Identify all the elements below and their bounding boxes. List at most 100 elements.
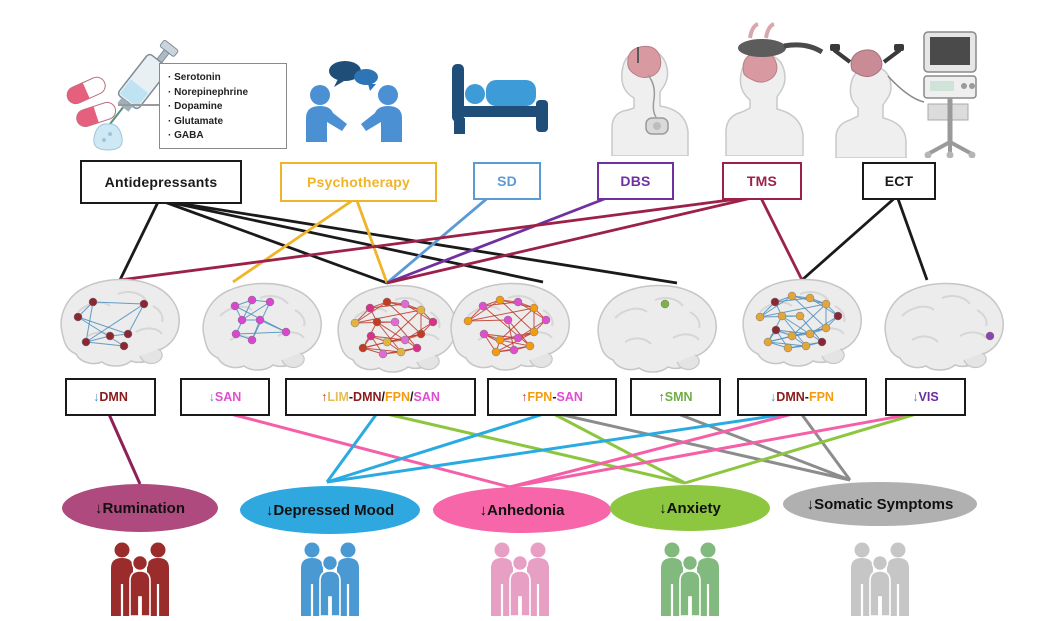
symptom-label: ↓Anxiety [659,499,721,517]
brain-network-dmn [48,272,188,372]
edge-fpn_san-anxiety [549,410,686,485]
edge-dbs-lim [386,194,613,285]
nt-item: · Serotonin [168,72,221,83]
symptom-label: ↓Anhedonia [479,501,565,519]
brain-network-dmn-fpn [730,272,870,372]
network-label-segment: ↑ [658,390,665,404]
edge-vis-anxiety [684,410,924,485]
network-box-lim-dmn-fpn-san: ↑ LIM-DMN/FPN/SAN [285,378,476,416]
edge-dmn-rumination [106,411,142,485]
treatment-box-dbs: DBS [597,162,674,200]
edge-psychotherapy-lim [354,197,389,284]
treatment-label: Antidepressants [104,174,218,190]
network-label-segment: / [381,390,385,404]
edge-lim-anxiety [377,410,686,485]
treatment-label: SD [497,173,517,189]
network-label-segment: LIM [327,390,349,404]
network-label-segment: SMN [664,390,693,404]
symptom-ellipse-rumination: ↓Rumination [62,484,218,532]
brain-network-smn [585,278,725,378]
network-label-segment: / [410,390,414,404]
nt-item: · Glutamate [168,115,224,127]
network-box-smn: ↑ SMN [630,378,721,416]
people-group-anhedonia [475,542,565,617]
nt-item: · Norepinephrine [168,86,249,98]
edge-dmn_fpn-somatic [798,411,852,481]
people-group-depressed-mood [285,542,375,617]
edge-vis-anhedonia [509,410,924,489]
network-label-segment: FPN [527,390,553,404]
edge-dmn_fpn-anhedonia [509,410,801,489]
symptom-ellipse-anxiety: ↓Anxiety [610,485,770,531]
symptom-ellipse-somatic: ↓Somatic Symptoms [783,482,977,526]
network-label-segment: - [348,390,354,404]
people-group-somatic [835,542,925,617]
edge-ect-dmn_fpn [801,194,898,282]
treatment-label: TMS [746,173,778,189]
network-label-segment: DMN [99,390,128,404]
brain-network-lim [325,278,465,378]
network-box-vis: ↓ VIS [885,378,966,416]
treatment-box-antidepressants: Antidepressants [80,160,242,204]
edge-smn-somatic [672,410,851,482]
network-label-segment: DMN [353,390,382,404]
brain-network-vis [872,276,1012,376]
neurotransmitter-connector-line [118,104,162,106]
treatment-box-sd: SD [473,162,541,200]
psychotherapy-icon [298,58,410,142]
network-label-segment: FPN [385,390,410,404]
network-label-segment: - [552,390,557,404]
symptom-ellipse-anhedonia: ↓Anhedonia [433,487,611,533]
network-label-segment: ↓ [208,390,215,404]
network-label-segment: ↓ [770,390,777,404]
symptom-label: ↓Somatic Symptoms [806,495,954,513]
edge-lim-depressed_mood [325,411,380,483]
people-group-rumination [95,542,185,617]
tms-icon [700,22,824,157]
edge-fpn_san-depressed_mood [326,410,551,484]
edge-fpn_san-somatic [549,410,851,482]
network-box-dmn-fpn: ↓ DMN-FPN [737,378,867,416]
network-label-segment: SAN [413,390,440,404]
edge-antidepressants-dmn [118,199,161,281]
network-label-segment: ↓ [912,390,919,404]
symptom-label: ↓Rumination [95,499,185,517]
treatment-label: Psychotherapy [307,174,410,190]
network-box-san: ↓ SAN [180,378,270,416]
dbs-icon [582,26,694,157]
network-label-segment: VIS [918,390,939,404]
edge-ect-vis [895,195,929,281]
nt-item: · Dopamine [168,101,223,113]
edge-tms-dmn [119,194,761,282]
symptom-label: ↓Depressed Mood [265,501,395,519]
symptom-ellipse-depressed-mood: ↓Depressed Mood [240,486,420,534]
edge-tms-dmn_fpn [758,195,804,281]
brain-network-fpn-san [438,276,578,376]
network-label-segment: SAN [214,390,242,404]
nt-item: · GABA [168,130,204,142]
sleep-deprivation-icon [448,60,552,138]
treatment-label: DBS [620,173,651,189]
network-label-segment: FPN [808,390,834,404]
network-label-segment: - [804,390,809,404]
network-label-segment: ↓ [93,390,100,404]
treatment-box-psychotherapy: Psychotherapy [280,162,437,202]
brain-network-san [190,276,330,376]
treatment-label: ECT [884,173,914,189]
ect-icon [828,24,998,159]
edge-san-anhedonia [222,410,511,489]
network-label-segment: SAN [556,390,583,404]
medication-icon [52,28,182,156]
treatment-box-tms: TMS [722,162,802,200]
edge-antidepressants-lim [158,198,388,285]
edge-tms-lim [386,194,761,285]
edge-psychotherapy-san [232,196,357,284]
neurotransmitter-list: · Serotonin · Norepinephrine · Dopamine … [159,63,287,149]
network-label-segment: ↑ [521,390,528,404]
network-label-segment: ↑ [321,390,328,404]
network-box-fpn-san: ↑ FPN-SAN [487,378,617,416]
edge-antidepressants-fpn_san [158,198,544,284]
network-label-segment: DMN [776,390,805,404]
